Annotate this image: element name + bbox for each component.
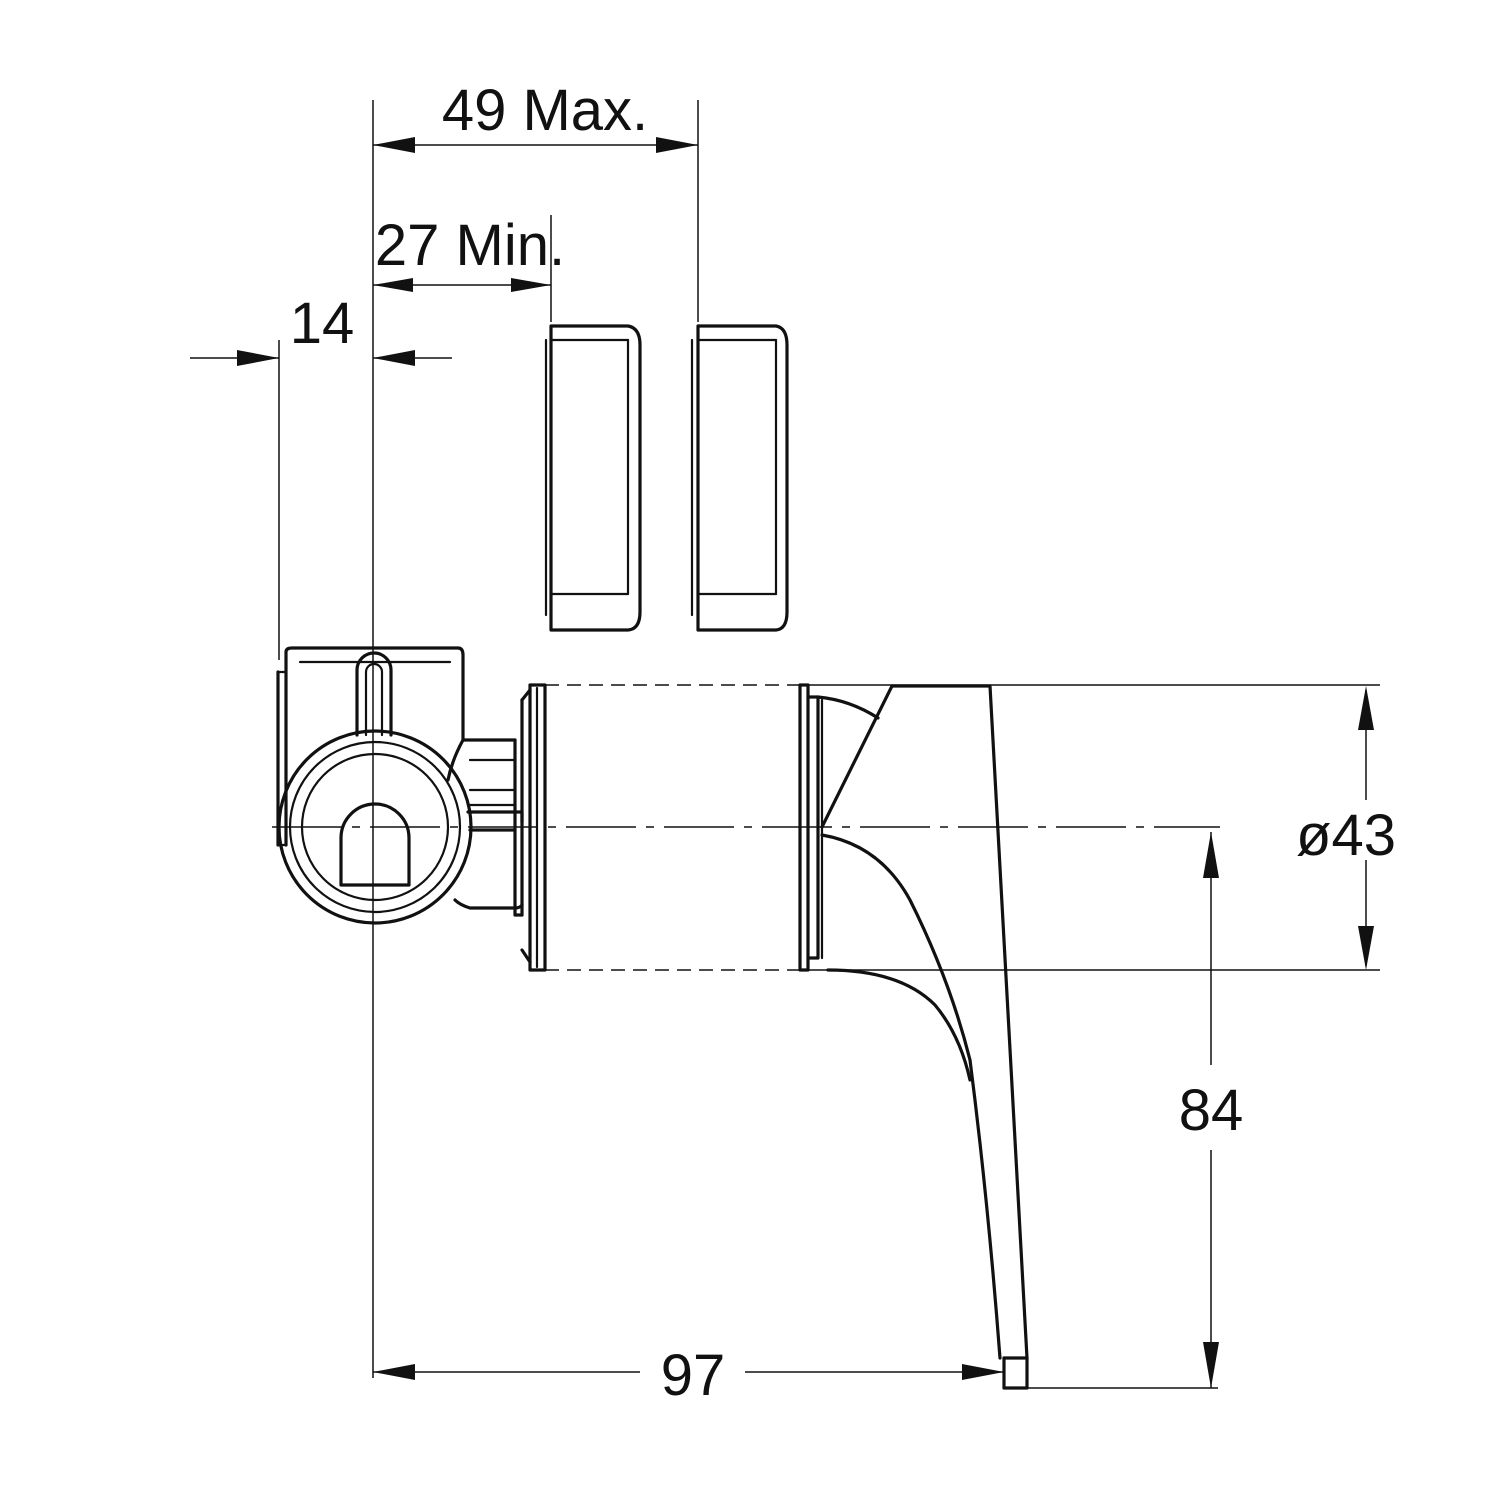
dimension-label-27-min: 27 Min. — [375, 213, 565, 278]
cover-plate-inner — [544, 324, 642, 632]
dimension-14: 14 — [190, 291, 452, 660]
valve-body — [276, 646, 524, 925]
dimension-label-49-max: 49 Max. — [442, 78, 648, 143]
dimension-label-97: 97 — [661, 1343, 726, 1408]
dimension-49-max: 49 Max. — [372, 78, 699, 1378]
cover-plate-outer — [690, 324, 789, 632]
dimension-label-14: 14 — [290, 291, 355, 356]
dimension-27-min: 27 Min. — [373, 213, 565, 322]
dimension-97: 97 — [373, 1343, 1004, 1408]
lever-handle — [816, 684, 1029, 1390]
handle-sleeve — [798, 683, 824, 972]
dimension-label-84: 84 — [1179, 1078, 1244, 1143]
dimension-diameter-43: ø43 — [1296, 686, 1396, 970]
dimension-84: 84 — [1027, 832, 1244, 1389]
dimension-label-diameter-43: ø43 — [1296, 803, 1396, 868]
